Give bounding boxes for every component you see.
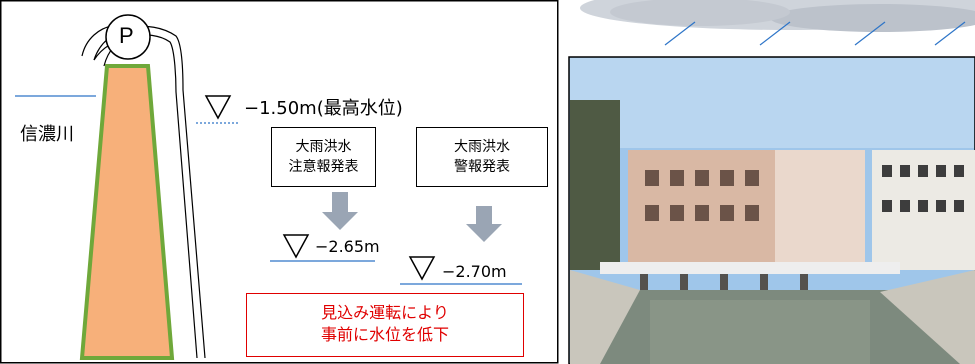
warning-level-value: −2.70m [442,262,507,281]
river-label: 信濃川 [20,124,74,145]
pre-lowering-note-line2: 事前に水位を低下 [320,325,449,344]
pump-icon [105,14,151,60]
down-arrow-icon [322,192,358,230]
pre-lowering-note-line1: 見込み運転により [321,303,449,322]
max-level-value: −1.50m(最高水位) [244,94,403,120]
pre-lowering-note: 見込み運転により 事前に水位を低下 [246,293,524,357]
diagram-frame [0,0,559,364]
warning-box-line1: 大雨洪水 [454,139,510,155]
advisory-level-value: −2.65m [315,237,380,256]
max-level-number: −1.50m [244,98,317,119]
advisory-box: 大雨洪水 注意報発表 [271,127,376,187]
max-level-triangle-icon [204,95,232,120]
warning-box: 大雨洪水 警報発表 [416,127,548,187]
pumping-station-photo [568,56,975,364]
advisory-level-triangle-icon [282,234,310,259]
down-arrow-icon [466,206,502,242]
max-level-note: (最高水位) [316,98,403,119]
cloud-with-rain-icon [580,0,975,46]
warning-level-triangle-icon [408,256,436,281]
warning-box-line2: 警報発表 [454,159,510,175]
advisory-box-line2: 注意報発表 [288,159,359,175]
advisory-box-line1: 大雨洪水 [295,139,352,155]
pump-label: P [119,23,134,48]
embankment-shaft [79,64,175,360]
